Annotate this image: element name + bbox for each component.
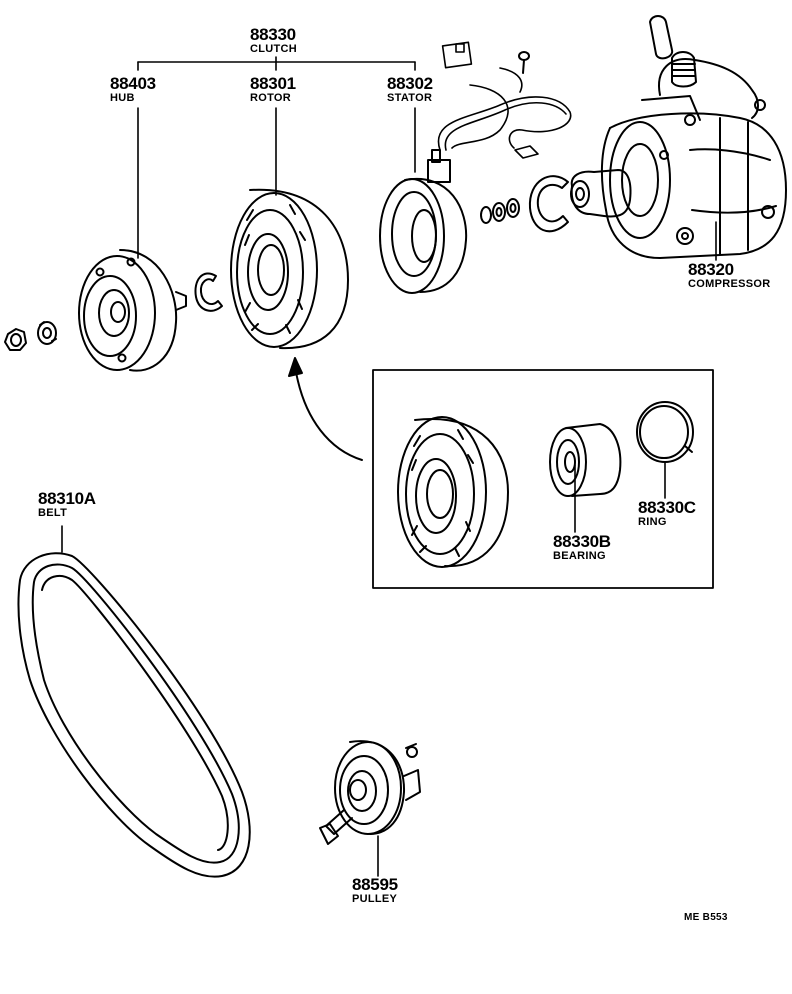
inset-ring [636, 401, 694, 463]
inset-bearing [549, 423, 622, 497]
rotor-detail-inset [288, 357, 714, 589]
drive-belt [17, 552, 251, 878]
part-number-ring: 88330C [638, 498, 696, 517]
part-number-rotor: 88301 [250, 74, 296, 93]
ground-screw [518, 51, 530, 74]
part-name-hub: HUB [110, 92, 135, 104]
part-number-bearing: 88330B [553, 532, 611, 551]
part-name-compressor: COMPRESSOR [688, 278, 771, 290]
part-name-stator: STATOR [387, 92, 433, 104]
part-number-stator: 88302 [387, 74, 433, 93]
part-name-pulley: PULLEY [352, 893, 398, 905]
compressor-snap-ring [528, 175, 569, 233]
part-name-belt: BELT [38, 507, 68, 519]
shim-washers [480, 198, 520, 224]
part-name-clutch: CLUTCH [250, 43, 298, 55]
leader-lines [61, 56, 717, 877]
part-number-compressor: 88320 [688, 260, 734, 279]
hub-washer [37, 321, 57, 345]
idler-pulley [319, 740, 421, 845]
snap-ring [194, 272, 223, 312]
part-name-ring: RING [638, 516, 667, 528]
clutch-hub [78, 249, 187, 372]
part-name-bearing: BEARING [553, 550, 606, 562]
stator-wiring [437, 41, 572, 159]
part-number-pulley: 88595 [352, 875, 398, 894]
ac-compressor [570, 15, 787, 259]
clutch-rotor [230, 188, 349, 350]
drawing-code: ME B553 [684, 912, 728, 923]
clutch-stator [379, 149, 468, 294]
hub-nut [4, 328, 27, 351]
inset-rotor [397, 416, 509, 568]
part-number-hub: 88403 [110, 74, 156, 93]
part-number-clutch: 88330 [250, 25, 296, 44]
part-number-belt: 88310A [38, 489, 96, 508]
part-name-rotor: ROTOR [250, 92, 292, 104]
